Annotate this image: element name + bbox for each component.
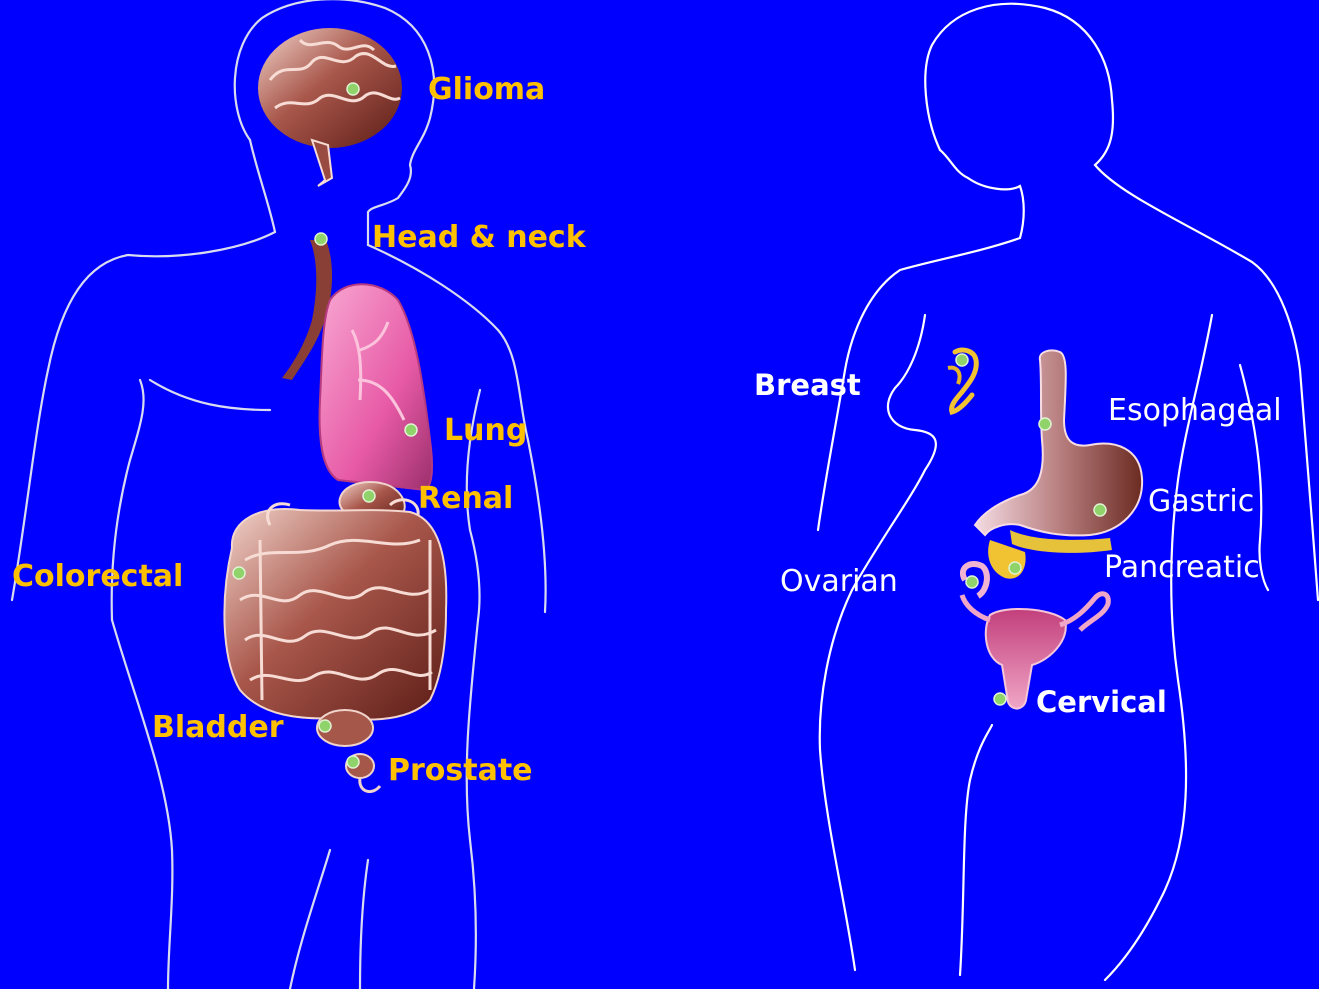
intestine-icon — [224, 500, 446, 720]
lung-icon — [320, 284, 433, 490]
label-colorectal: Colorectal — [12, 562, 183, 592]
marker-bladder — [319, 720, 331, 732]
label-head-neck: Head & neck — [372, 223, 586, 253]
marker-cervical — [994, 693, 1006, 705]
marker-pancreatic — [1009, 562, 1021, 574]
marker-breast — [956, 354, 968, 366]
label-esophageal: Esophageal — [1108, 396, 1282, 426]
marker-renal — [363, 490, 375, 502]
marker-prostate — [347, 756, 359, 768]
label-gastric: Gastric — [1148, 487, 1254, 517]
label-ovarian: Ovarian — [780, 567, 898, 597]
label-pancreatic: Pancreatic — [1104, 553, 1260, 583]
label-lung: Lung — [444, 416, 527, 446]
marker-ovarian — [966, 576, 978, 588]
label-breast: Breast — [754, 371, 861, 400]
marker-head-neck — [315, 233, 327, 245]
label-glioma: Glioma — [428, 75, 545, 105]
label-prostate: Prostate — [388, 756, 533, 786]
marker-lung — [405, 424, 417, 436]
marker-gastric — [1094, 504, 1106, 516]
marker-glioma — [347, 83, 359, 95]
stomach-icon — [975, 350, 1142, 578]
label-renal: Renal — [418, 484, 513, 514]
label-cervical: Cervical — [1036, 688, 1167, 717]
label-bladder: Bladder — [152, 713, 283, 743]
brain-icon — [258, 28, 402, 186]
marker-colorectal — [233, 567, 245, 579]
marker-esophageal — [1039, 418, 1051, 430]
